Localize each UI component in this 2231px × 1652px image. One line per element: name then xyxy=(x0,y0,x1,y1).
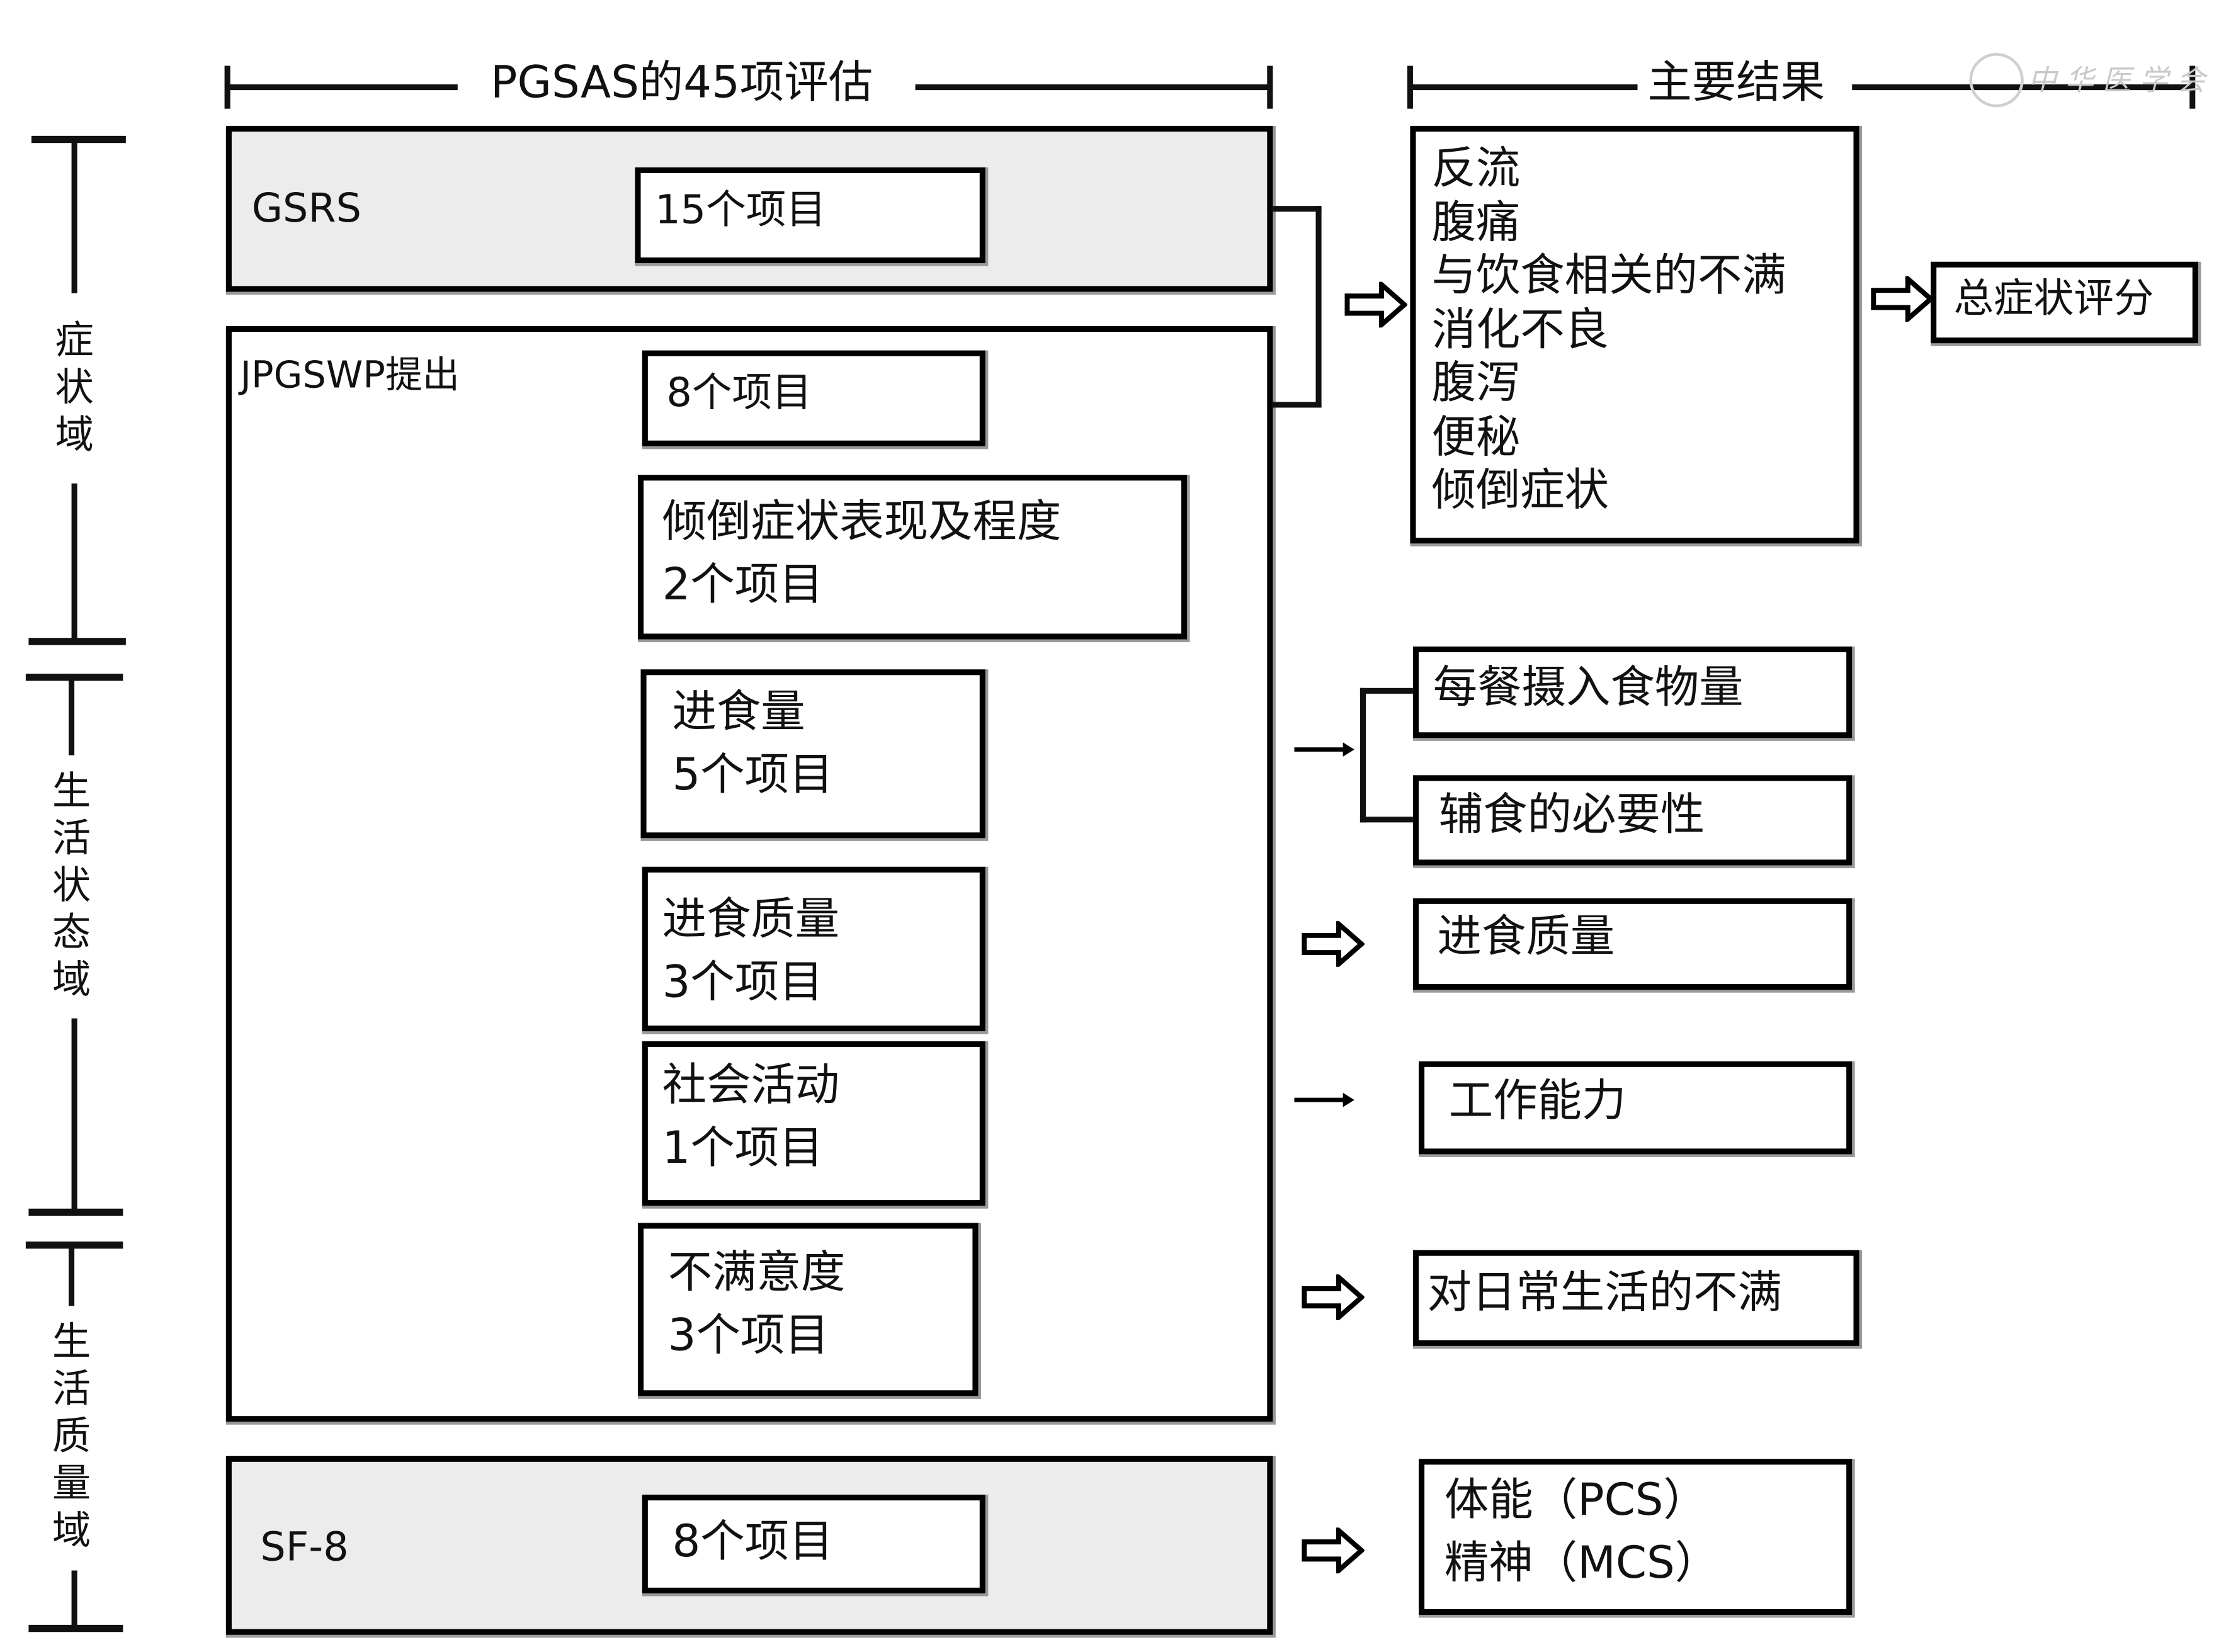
domain-bracket-top xyxy=(31,135,126,144)
hollow-right-arrow-icon xyxy=(1871,276,1934,322)
hollow-right-arrow-icon xyxy=(1302,921,1365,967)
jpgswp-group-items: 8个项目 xyxy=(666,369,812,417)
symptom-outcome-item: 便秘 xyxy=(1431,411,1521,463)
need-for-extra-meals: 辅食的必要性 xyxy=(1438,789,1705,841)
symptom-outcomes-box xyxy=(1410,125,1859,544)
domain-bracket-top xyxy=(25,1242,123,1249)
watermark-text: 中华医学会 xyxy=(2028,62,2214,98)
intake-per-meal: 每餐摄入食物量 xyxy=(1433,662,1744,714)
domain-label-symptom: 症状域 xyxy=(55,319,94,458)
work-ability-box xyxy=(1419,1061,1853,1155)
symptom-outcome-item: 倾倒症状 xyxy=(1431,465,1609,517)
jpgswp-group-box xyxy=(642,866,985,1032)
domain-bracket-line xyxy=(69,1244,75,1306)
domain-bracket-line xyxy=(71,483,77,641)
qol-outcome-mcs: 精神（MCS） xyxy=(1444,1537,1720,1590)
gsrs-items-box xyxy=(635,167,985,264)
daily-life-dissatisfaction-box xyxy=(1412,1250,1859,1346)
hollow-right-arrow-icon xyxy=(1302,1527,1365,1574)
daily-life-dissatisfaction: 对日常生活的不满 xyxy=(1427,1267,1782,1319)
jpgswp-group-items: 2个项目 xyxy=(662,559,824,611)
domain-bracket-bottom xyxy=(28,1208,123,1216)
sf8-items: 8个项目 xyxy=(672,1516,834,1568)
jpgswp-group-box xyxy=(637,475,1188,640)
connector-fork xyxy=(1360,687,1415,694)
total-symptom-score: 总症状评分 xyxy=(1953,274,2154,322)
header-right-rule xyxy=(915,84,1270,91)
connector-fork xyxy=(1360,817,1415,823)
sf8-label: SF-8 xyxy=(260,1523,349,1571)
symptom-outcome-item: 腹泻 xyxy=(1431,357,1521,409)
total-symptom-score-box xyxy=(1931,261,2198,344)
domain-bracket-bottom xyxy=(28,1624,123,1632)
connector-bracket xyxy=(1271,402,1322,408)
symptom-outcome-item: 消化不良 xyxy=(1431,303,1609,356)
gsrs-label: GSRS xyxy=(251,184,361,232)
jpgswp-group-items: 3个项目 xyxy=(662,956,824,1009)
domain-bracket-top xyxy=(25,674,123,681)
gsrs-items: 15个项目 xyxy=(655,186,826,234)
domain-bracket-line xyxy=(71,1570,77,1628)
intake-per-meal-box xyxy=(1412,646,1853,738)
jpgswp-group-box xyxy=(642,350,985,446)
domain-label-qol: 生活质量域 xyxy=(52,1320,91,1554)
jpgswp-group-box xyxy=(637,1223,979,1396)
small-right-arrow-icon xyxy=(1294,742,1354,757)
outcomes-title: 主要结果 xyxy=(1647,57,1825,109)
small-right-arrow-icon xyxy=(1294,1092,1354,1107)
domain-bracket-line xyxy=(71,1018,77,1213)
outcomes-left-rule xyxy=(1409,84,1638,91)
jpgswp-group-items: 5个项目 xyxy=(672,749,834,801)
symptom-outcome-item: 反流 xyxy=(1431,143,1521,195)
jpgswp-group-items: 1个项目 xyxy=(662,1123,824,1175)
seal-watermark-icon xyxy=(1969,53,2024,108)
qol-outcomes-box xyxy=(1419,1459,1853,1615)
sf8-items-box xyxy=(642,1495,985,1593)
connector-fork xyxy=(1360,687,1366,823)
outcomes-right-tick xyxy=(2189,65,2196,109)
hollow-right-arrow-icon xyxy=(1302,1274,1365,1320)
jpgswp-group-title: 社会活动 xyxy=(662,1060,840,1112)
jpgswp-group-title: 进食量 xyxy=(672,686,805,738)
symptom-outcome-item: 与饮食相关的不满 xyxy=(1431,250,1786,302)
domain-bracket-bottom xyxy=(28,638,126,645)
jpgswp-group-box xyxy=(642,1041,985,1206)
jpgswp-group-title: 不满意度 xyxy=(667,1247,846,1299)
jpgswp-group-box xyxy=(640,669,985,839)
need-for-extra-meals-box xyxy=(1412,775,1853,866)
header-left-rule xyxy=(225,84,458,91)
work-ability: 工作能力 xyxy=(1448,1075,1626,1128)
jpgswp-group-title: 倾倒症状表现及程度 xyxy=(662,496,1062,548)
connector-bracket xyxy=(1271,206,1322,212)
assessment-title: PGSAS的45项评估 xyxy=(491,57,873,109)
symptom-outcome-list: 反流 腹痛 与饮食相关的不满 消化不良 腹泻 便秘 倾倒症状 xyxy=(1431,143,1786,518)
jpgswp-group-title: 进食质量 xyxy=(662,893,840,946)
header-right-tick xyxy=(1267,65,1273,109)
meal-quality-box xyxy=(1412,898,1853,990)
hollow-right-arrow-icon xyxy=(1344,281,1407,328)
qol-outcome-pcs: 体能（PCS） xyxy=(1444,1474,1708,1527)
symptom-outcome-item: 腹痛 xyxy=(1431,196,1521,249)
meal-quality: 进食质量 xyxy=(1437,911,1615,963)
domain-bracket-line xyxy=(71,139,77,293)
jpgswp-label: JPGSWP提出 xyxy=(240,354,460,398)
connector-bracket xyxy=(1315,206,1322,408)
domain-bracket-line xyxy=(69,676,75,755)
jpgswp-group-items: 3个项目 xyxy=(667,1310,829,1362)
domain-label-living-status: 生活状态域 xyxy=(52,769,91,1003)
